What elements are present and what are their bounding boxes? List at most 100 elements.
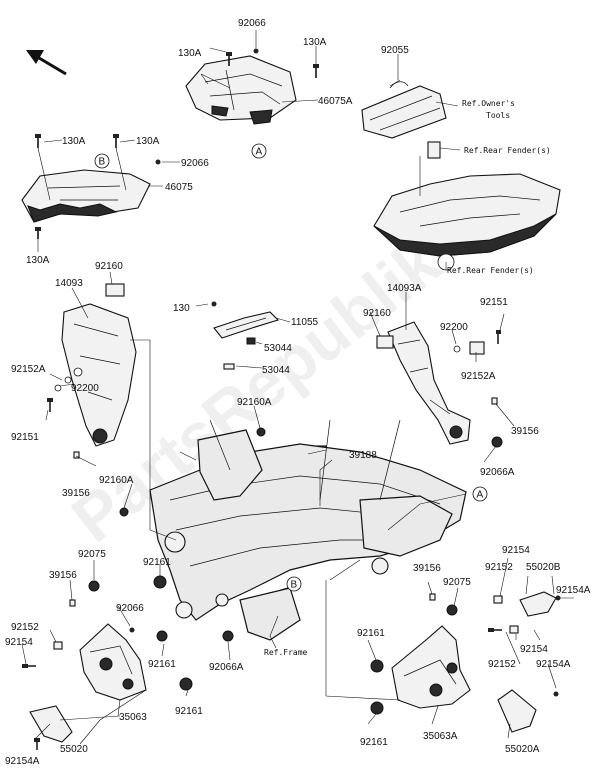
label-92154-r1: 92154 <box>502 545 530 556</box>
ref-owners-tools-line1: Ref.Owner's <box>462 99 515 108</box>
washer-92200-left <box>54 384 62 392</box>
label-92152-r1: 92152 <box>485 562 513 573</box>
label-55020: 55020 <box>60 744 88 755</box>
nut-92066A-low <box>222 630 234 642</box>
label-39156-lowright: 39156 <box>413 563 441 574</box>
label-130A-left-2: 130A <box>136 136 160 147</box>
label-92154A-r1: 92154A <box>556 585 591 596</box>
label-92160-left: 92160 <box>95 261 123 272</box>
svg-text:B: B <box>291 580 298 591</box>
label-92200-left: 92200 <box>71 383 99 394</box>
label-92066-mid: 92066 <box>181 158 209 169</box>
bolt-92154A-left <box>34 738 40 750</box>
bushing-92161-right-1 <box>370 659 384 673</box>
bolt-92154A-r1 <box>555 595 561 601</box>
label-46075: 46075 <box>165 182 193 193</box>
label-130A-top-left: 130A <box>178 48 202 59</box>
label-55020B: 55020B <box>526 562 561 573</box>
bracket-46075[interactable] <box>21 169 151 223</box>
bolt-92151-left <box>47 398 53 412</box>
collar-92152A-right <box>469 341 485 355</box>
label-92066A-low: 92066A <box>209 662 244 673</box>
label-92066-low: 92066 <box>116 603 144 614</box>
bushing-92161-a <box>153 575 167 589</box>
label-35063A: 35063A <box>423 731 458 742</box>
side-cover-14093[interactable] <box>61 303 137 447</box>
callout-B-top: B <box>94 153 110 169</box>
bolt-92154A-r2 <box>553 691 559 697</box>
label-39156-right: 39156 <box>511 426 539 437</box>
label-92161-c: 92161 <box>175 706 203 717</box>
heel-guard-55020A[interactable] <box>497 689 537 733</box>
bolt-130 <box>211 301 217 307</box>
label-92200-right: 92200 <box>440 322 468 333</box>
label-92160-right: 92160 <box>363 308 391 319</box>
label-92066A-right: 92066A <box>480 467 515 478</box>
ref-owners-tools-line2: Tools <box>486 111 510 120</box>
ref-rear-fender-upper: Ref.Rear Fender(s) <box>464 146 551 155</box>
label-92154-left: 92154 <box>5 637 33 648</box>
label-92075-right: 92075 <box>443 577 471 588</box>
label-92152-left: 92152 <box>11 622 39 633</box>
bushing-92161-c <box>179 677 193 691</box>
clip-39156-left <box>73 451 80 459</box>
label-92151-right: 92151 <box>480 297 508 308</box>
grommet-53044-a <box>246 337 256 345</box>
label-92161-right1: 92161 <box>357 628 385 639</box>
clip-39156-lowleft <box>69 599 76 607</box>
owners-tools-kit <box>361 81 447 139</box>
clip-39156-lowright <box>429 593 436 601</box>
nut-92066-mid <box>155 159 161 165</box>
label-55020A: 55020A <box>505 744 540 755</box>
nut-92066-low <box>129 627 135 633</box>
clip-39156-right <box>491 397 498 405</box>
svg-text:A: A <box>477 490 484 501</box>
label-92075-left: 92075 <box>78 549 106 560</box>
collar-92075-left <box>88 580 100 592</box>
subframe-11055[interactable] <box>213 311 280 339</box>
rear-fender-assembly <box>373 141 561 271</box>
label-92152-r2: 92152 <box>488 659 516 670</box>
heel-guard-55020B[interactable] <box>519 591 557 617</box>
bolt-130A-left-1 <box>35 134 41 148</box>
label-130A-left-1: 130A <box>62 136 86 147</box>
grommet-53044-b <box>223 363 235 370</box>
front-direction-arrow-icon <box>26 50 67 76</box>
label-92055: 92055 <box>381 45 409 56</box>
label-92160A-left: 92160A <box>99 475 134 486</box>
main-frame <box>149 419 467 641</box>
callout-B-mid: B <box>286 576 302 592</box>
side-cover-14093A[interactable] <box>387 321 471 445</box>
label-46075A: 46075A <box>318 96 353 107</box>
label-92151-left: 92151 <box>11 432 39 443</box>
pad-92160A-mid <box>256 427 266 437</box>
leader-lines <box>21 30 574 745</box>
label-92161-right2: 92161 <box>360 737 388 748</box>
collar-92152A-left <box>64 376 72 384</box>
bolt-130A-top-left <box>226 52 232 66</box>
bolt-130A-left-2 <box>113 134 119 148</box>
label-92161-b: 92161 <box>148 659 176 670</box>
label-92152A-left: 92152A <box>11 364 46 375</box>
bracket-46075A[interactable] <box>185 55 297 125</box>
label-130A-bottom: 130A <box>26 255 50 266</box>
label-14093: 14093 <box>55 278 83 289</box>
ref-rear-fender-lower: Ref.Rear Fender(s) <box>447 266 534 275</box>
label-92154A-left: 92154A <box>5 756 40 767</box>
bolt-130A-top-right <box>313 64 319 78</box>
bolt-92151-right <box>496 330 501 344</box>
pad-92160-left <box>105 283 125 297</box>
bolt-92154-r2 <box>488 628 502 632</box>
footrest-bracket-35063[interactable] <box>79 623 147 701</box>
label-92152A-right: 92152A <box>461 371 496 382</box>
bushing-92161-b <box>156 630 168 642</box>
label-92154-r2: 92154 <box>520 644 548 655</box>
label-14093A: 14093A <box>387 283 422 294</box>
heel-guard-55020[interactable] <box>29 705 73 743</box>
bushing-92161-right-2 <box>370 701 384 715</box>
ref-frame: Ref.Frame <box>264 648 308 657</box>
callout-A-right: A <box>472 486 488 502</box>
label-92161-a: 92161 <box>143 557 171 568</box>
footrest-bracket-35063A[interactable] <box>391 625 471 709</box>
